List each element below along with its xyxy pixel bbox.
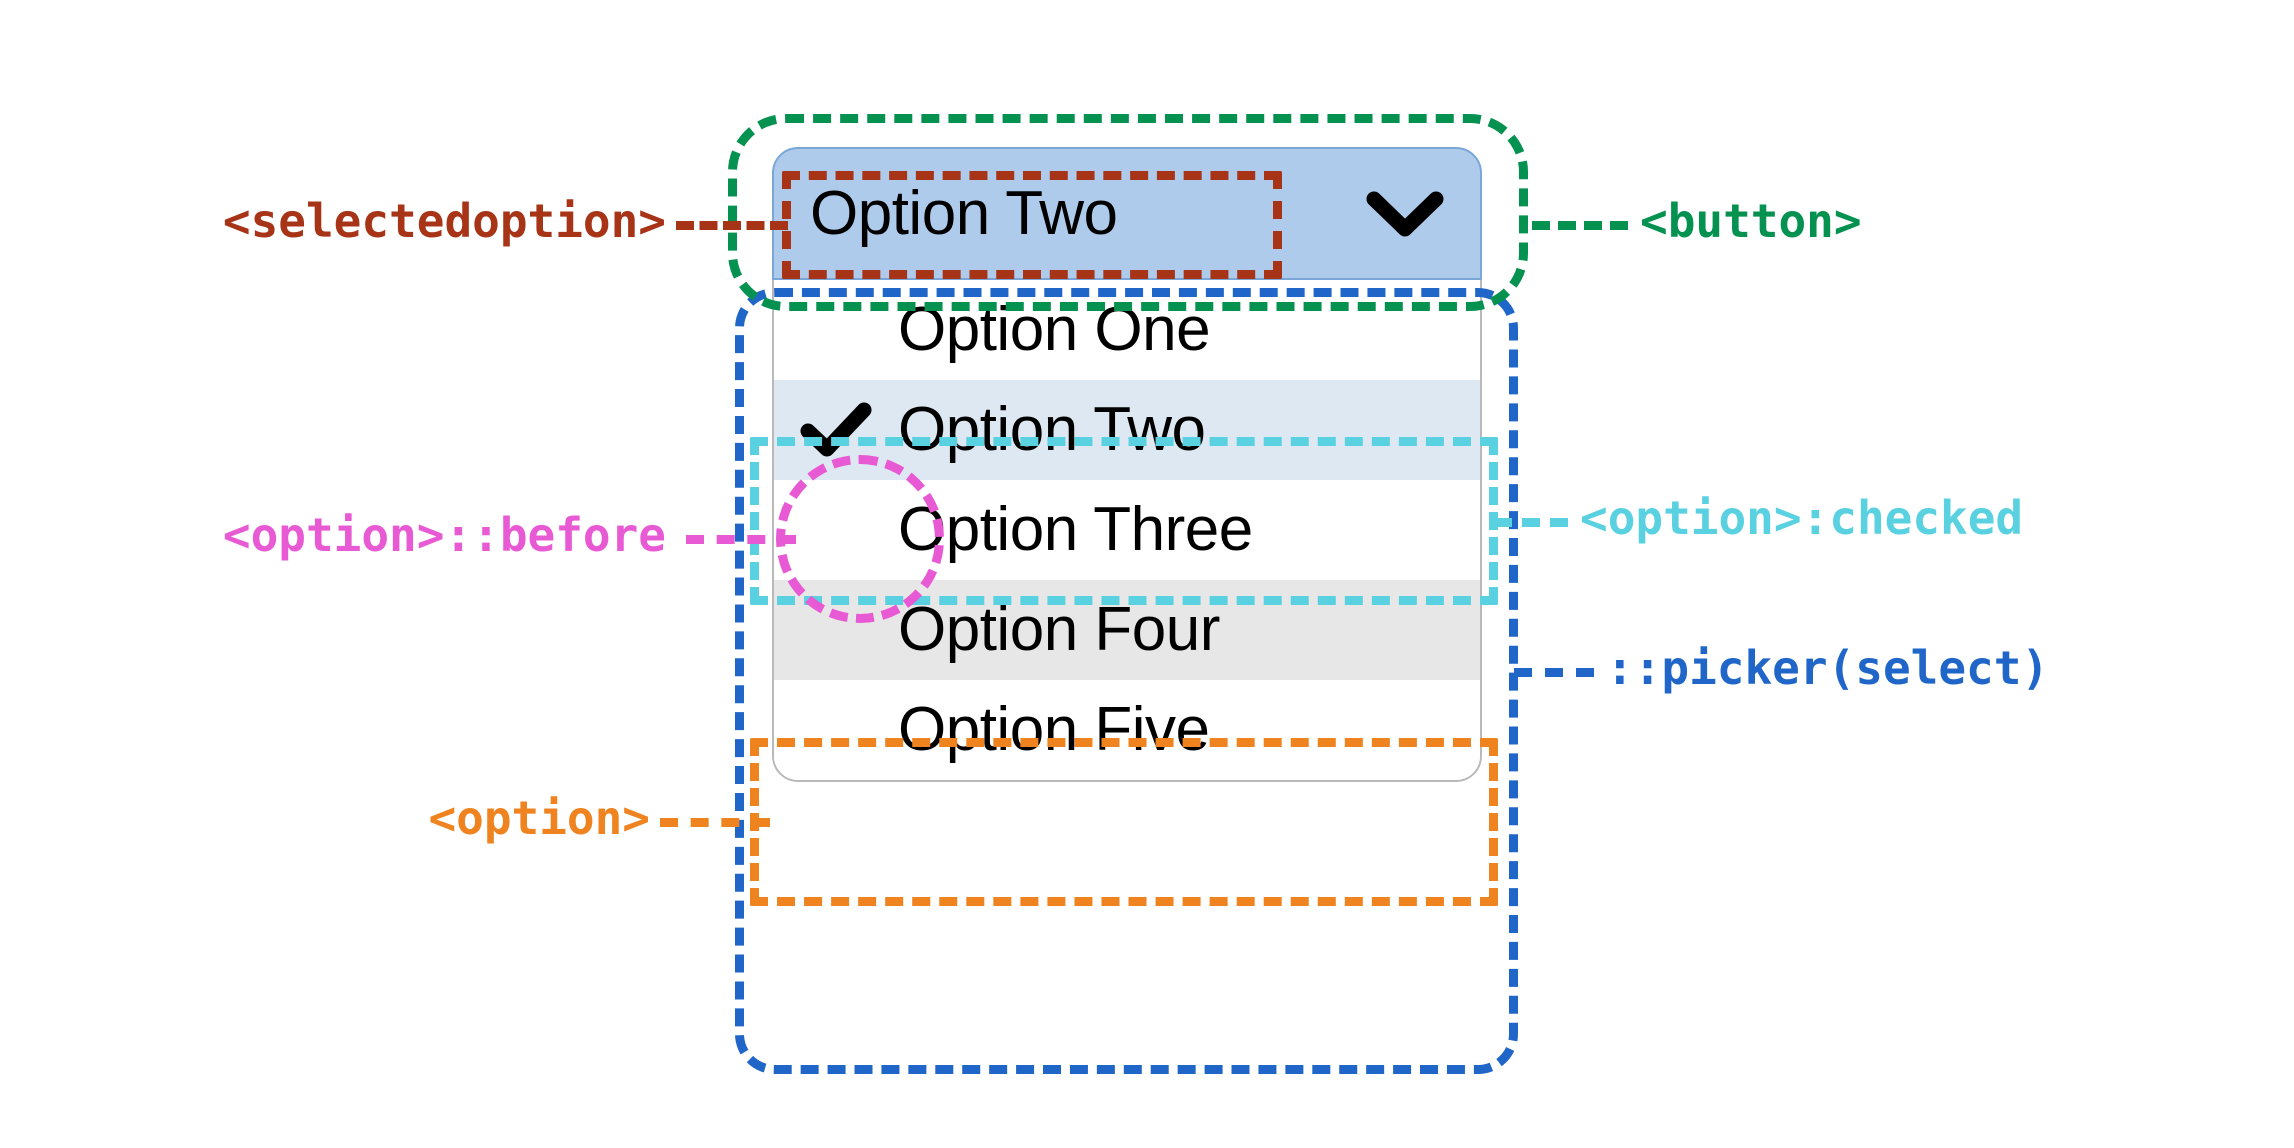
option-label: Option Two [898,395,1206,464]
picker-panel: Option One Option Two Option Three Optio… [772,280,1482,782]
option-annotation-label: <option> [428,791,650,845]
option-label: Option Five [898,695,1210,764]
option-label: Option Three [898,495,1253,564]
select-button[interactable]: Option Two [772,147,1482,280]
option-checked-annotation-label: <option>:checked [1580,491,2024,545]
option-label: Option One [898,295,1211,364]
picker-select-annotation-label: ::picker(select) [1606,641,2050,695]
button-annotation-label: <button> [1640,194,1862,248]
option-label: Option Four [898,595,1220,664]
picker-select-leader-line [1514,668,1594,686]
selectedoption-text: Option Two [810,178,1118,248]
selectedoption-annotation-label: <selectedoption> [222,194,666,248]
check-icon [774,400,898,460]
list-item[interactable]: Option Two [774,380,1480,480]
list-item[interactable]: Option Three [774,480,1480,580]
button-leader-line [1532,221,1628,239]
option-checked-leader-line [1494,518,1568,536]
chevron-down-icon [1360,191,1450,237]
list-item[interactable]: Option Four [774,580,1480,680]
option-before-annotation-label: <option>::before [222,508,666,562]
option-leader-line [660,818,770,836]
list-item[interactable]: Option Five [774,680,1480,780]
list-item[interactable]: Option One [774,280,1480,380]
